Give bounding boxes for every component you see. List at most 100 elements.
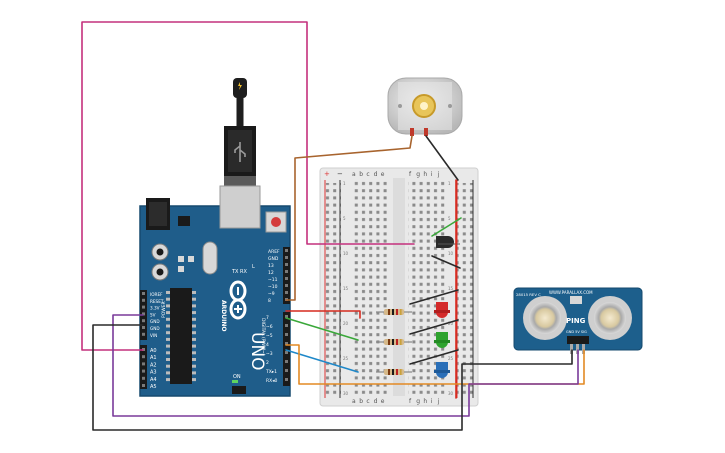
col-label: b xyxy=(359,171,363,178)
col-label: c xyxy=(366,398,369,405)
usb-port xyxy=(219,185,261,229)
col-label: g xyxy=(416,398,420,405)
row-number: 30 xyxy=(343,391,349,396)
col-label: b xyxy=(359,398,363,405)
digital-pin-label: 13 xyxy=(268,263,274,269)
digital-pin-label: ~6 xyxy=(266,324,273,330)
row-number: 30 xyxy=(448,391,454,396)
usb-icon xyxy=(234,142,246,162)
digital-header-high xyxy=(283,247,290,304)
sensor-pins: GND 5V SIG xyxy=(566,330,587,334)
resistor xyxy=(376,339,412,345)
col-label: f xyxy=(409,171,412,178)
resistor xyxy=(376,369,412,375)
row-number: 25 xyxy=(343,356,349,361)
sensor-website: WWW.PARALLAX.COM xyxy=(549,290,593,295)
wire-blue xyxy=(285,349,359,373)
analog-header xyxy=(140,345,147,389)
digital-pin-label: GND xyxy=(268,256,279,262)
col-label: a xyxy=(352,398,356,405)
digital-pin-label: 2 xyxy=(266,360,269,366)
power-pin-label: RESET xyxy=(150,299,164,304)
arduino-uno-board: TX RX L ARDUINO UNO ON AREFGND1312~11~10… xyxy=(139,78,291,397)
col-label: j xyxy=(437,171,440,178)
digital-pin-label: ~10 xyxy=(268,284,278,290)
on-label: ON xyxy=(233,374,241,380)
wire-green xyxy=(431,217,462,237)
digital-pin-label: 7 xyxy=(266,315,269,321)
analog-pin-label: A0 xyxy=(150,348,157,354)
digital-pin-label: ~11 xyxy=(268,277,278,283)
wire-black xyxy=(92,324,573,431)
arduino-logo-icon xyxy=(229,280,247,320)
analog-pin-label: A3 xyxy=(150,370,157,376)
row-number: 1 xyxy=(448,181,451,186)
digital-pin-label: TX▸1 xyxy=(265,369,277,375)
row-number: 20 xyxy=(343,321,349,326)
wire-black xyxy=(409,349,459,365)
rail-minus-top: − xyxy=(337,170,343,178)
row-number: 1 xyxy=(343,181,346,186)
col-label: h xyxy=(423,398,427,405)
atmega-chip xyxy=(170,288,192,384)
digital-pin-label: 4 xyxy=(266,342,269,348)
col-label: i xyxy=(431,171,433,178)
row-number: 25 xyxy=(448,356,454,361)
col-label: c xyxy=(366,171,369,178)
analog-pin-label: A2 xyxy=(150,362,157,368)
wire-green xyxy=(285,317,359,341)
wire-red xyxy=(285,310,361,319)
analog-pin-label: A5 xyxy=(150,384,157,390)
rx-label: RX xyxy=(240,269,247,275)
row-number: 15 xyxy=(343,286,349,291)
dc-motor xyxy=(387,77,463,136)
model-label: UNO xyxy=(247,332,267,371)
row-number: 10 xyxy=(448,251,454,256)
power-pin-label: 5V xyxy=(150,312,156,317)
brand-label: ARDUINO xyxy=(220,300,227,331)
led-blue xyxy=(434,362,450,378)
wire-purple xyxy=(112,314,579,417)
digital-header-low xyxy=(283,312,290,386)
digital-pin-label: AREF xyxy=(268,249,280,255)
digital-pin-label: 8 xyxy=(268,298,271,304)
rail-plus-top: + xyxy=(324,170,330,178)
wire-orange xyxy=(285,344,585,385)
digital-pin-label: ~5 xyxy=(266,333,273,339)
tx-label: TX xyxy=(231,269,239,275)
wire-black xyxy=(409,319,459,335)
row-number: 10 xyxy=(343,251,349,256)
col-label: e xyxy=(381,171,385,178)
wire-black xyxy=(425,135,459,181)
led-green xyxy=(434,332,450,348)
wire-brown xyxy=(285,135,413,301)
resistors xyxy=(376,309,412,375)
power-label: POWER xyxy=(161,301,167,318)
sensor-name: PING xyxy=(566,317,586,325)
l-label: L xyxy=(252,264,255,270)
col-label: e xyxy=(381,398,385,405)
digital-pin-label: 12 xyxy=(268,270,274,276)
col-label: d xyxy=(374,171,378,178)
row-number: 15 xyxy=(448,286,454,291)
wires xyxy=(81,21,585,431)
power-pin-label: GND xyxy=(150,319,160,324)
analog-pin-label: A4 xyxy=(150,377,157,383)
power-pin-label: GND xyxy=(150,326,160,331)
lightning-icon xyxy=(238,82,242,90)
power-pin-label: VIN xyxy=(150,333,157,338)
col-label: j xyxy=(437,398,440,405)
row-number: 5 xyxy=(448,216,451,221)
wire-black xyxy=(431,255,461,269)
col-label: i xyxy=(431,398,433,405)
wire-pink xyxy=(81,21,415,351)
digital-label: DIGITAL (PWM~) xyxy=(260,318,266,356)
digital-pin-label: RX◂0 xyxy=(266,378,277,384)
power-pin-label: 3.3V xyxy=(150,306,160,311)
digital-pin-label: ~9 xyxy=(268,291,275,297)
col-label: g xyxy=(416,171,420,178)
